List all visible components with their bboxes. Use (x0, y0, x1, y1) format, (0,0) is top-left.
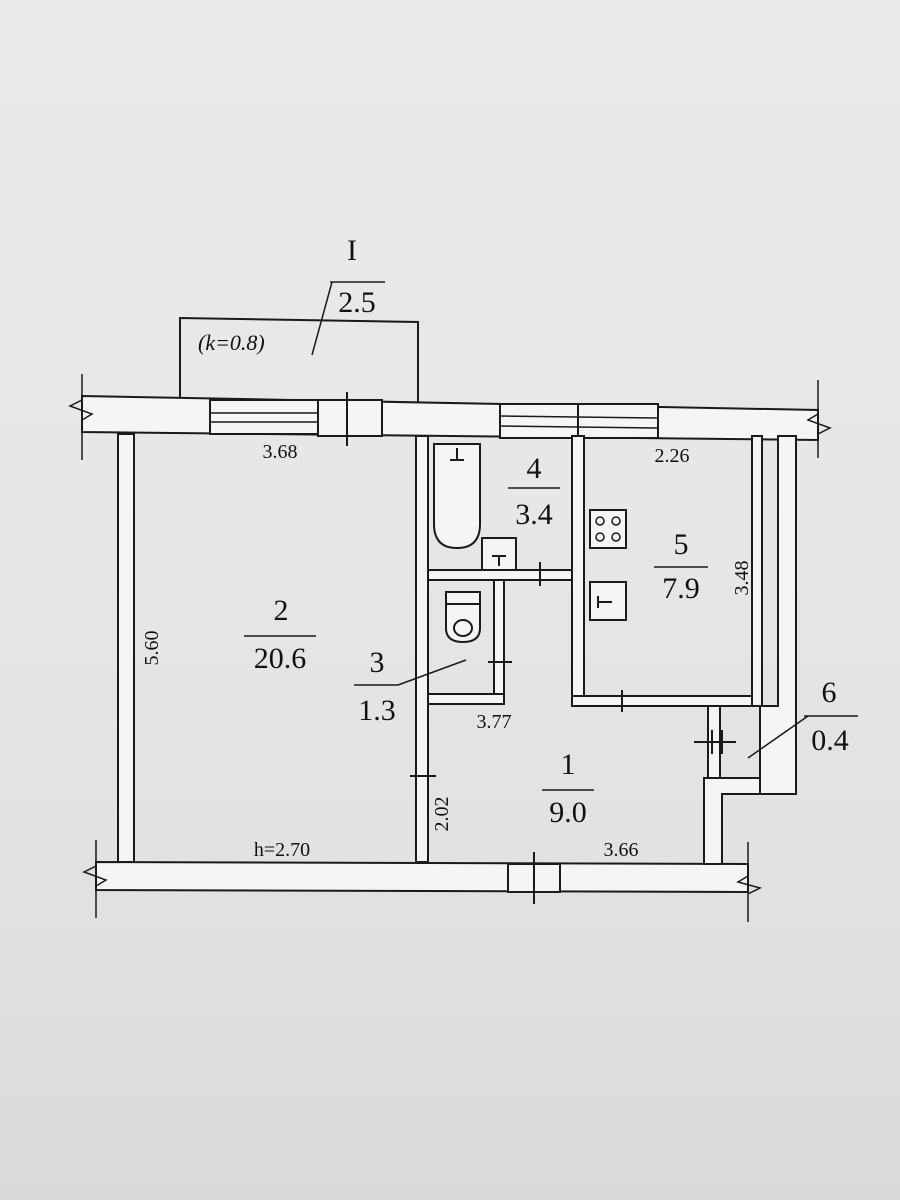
room-4-area: 3.4 (515, 498, 553, 531)
dim-hall-width: 2.02 (431, 797, 453, 832)
stove-burner (595, 516, 605, 526)
room-3-leader (397, 659, 467, 686)
room-6-leader (747, 715, 809, 759)
toilet-seat (453, 619, 473, 637)
top-wall (81, 394, 819, 442)
bathtub (433, 443, 481, 550)
dim-ceiling-height: h=2.70 (254, 839, 310, 861)
partition-room-2 (415, 435, 429, 863)
balcony-coefficient: (k=0.8) (198, 330, 265, 355)
break-symbol-bottom-right (736, 842, 763, 922)
dim-room-2-length: 5.60 (141, 631, 163, 666)
room-2-area: 20.6 (254, 642, 307, 675)
wc-bottom-wall (427, 693, 505, 705)
room-3-area: 1.3 (358, 694, 396, 727)
balcony-id: I (347, 234, 357, 267)
partition-kitchen (571, 435, 585, 699)
room-3-number: 3 (370, 646, 385, 679)
room-5-number: 5 (674, 528, 689, 561)
room-1-number: 1 (561, 748, 576, 781)
toilet-tank (445, 591, 481, 605)
wc-right-wall (493, 579, 505, 701)
stove-icon (589, 509, 627, 549)
room-1-area: 9.0 (549, 796, 587, 829)
break-symbol-bottom-left (82, 840, 108, 918)
bottom-wall (95, 860, 749, 894)
balcony-leader (311, 281, 333, 356)
dim-room-5-length: 3.48 (731, 561, 753, 596)
balcony-door (317, 399, 383, 437)
stove-burner (611, 532, 621, 542)
dim-bottom-run: 3.66 (604, 839, 639, 861)
break-symbol-top-left (68, 374, 94, 460)
dim-hall-length: 3.77 (477, 711, 512, 733)
room-6-number: 6 (822, 676, 837, 709)
kitchen-right-wall (751, 435, 763, 707)
room-6-area: 0.4 (811, 724, 849, 757)
window-room-2 (209, 399, 319, 435)
balcony-area: 2.5 (338, 286, 376, 319)
kitchen-bottom-wall (571, 695, 761, 707)
balcony-outline (179, 316, 419, 402)
stove-burner (595, 532, 605, 542)
break-symbol-top-right (806, 380, 832, 458)
stove-burner (611, 516, 621, 526)
room-4-number: 4 (527, 452, 542, 485)
dim-room-2-width: 3.68 (263, 441, 298, 463)
dim-room-5-width: 2.26 (655, 445, 690, 467)
left-wall (117, 433, 135, 863)
closet-wall-bottom (703, 777, 761, 865)
partition-bath-wc (427, 569, 573, 581)
right-wall (759, 435, 797, 795)
room-2-number: 2 (274, 594, 289, 627)
room-5-area: 7.9 (662, 572, 700, 605)
